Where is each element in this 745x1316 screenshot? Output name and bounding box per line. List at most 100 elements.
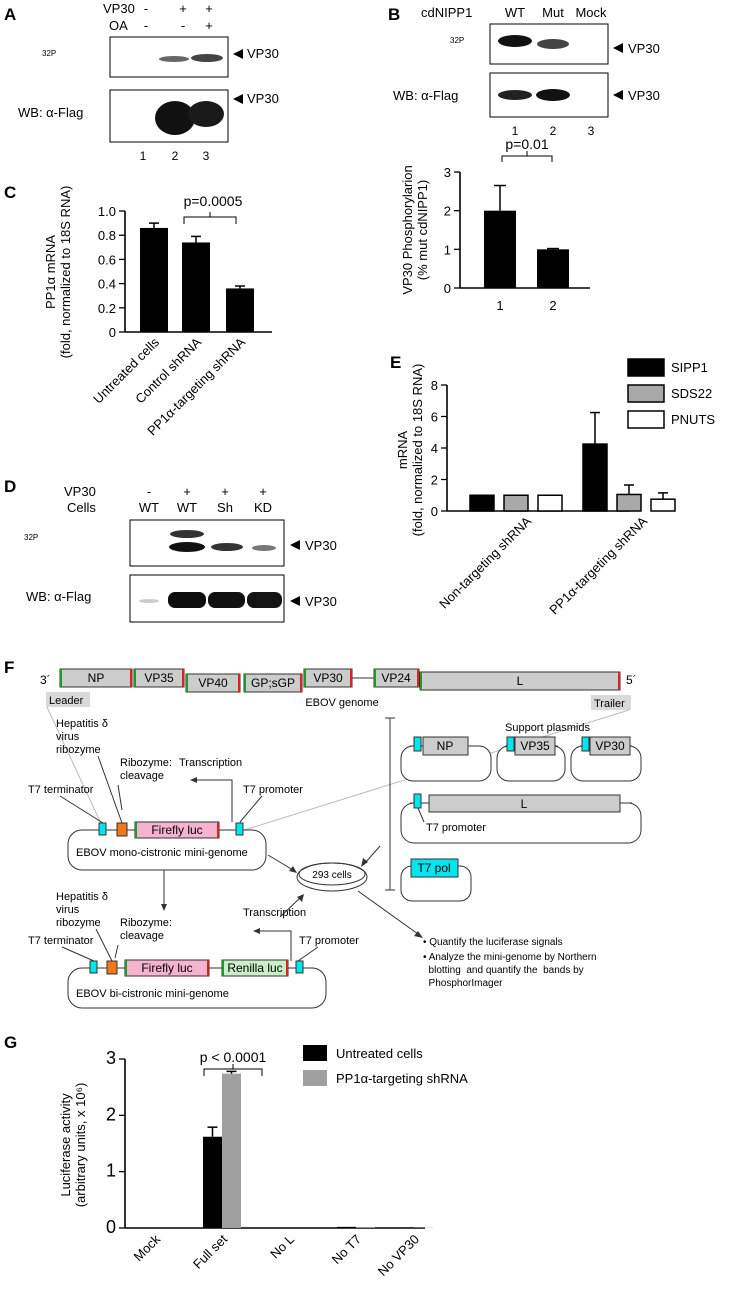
band [537, 39, 569, 49]
arrow-icon [613, 43, 623, 53]
support-gene-box [422, 736, 469, 756]
flow-arrow [267, 854, 294, 871]
sign: + [205, 18, 213, 33]
transcription-label: Transcription [179, 757, 242, 769]
lane-number: 1 [140, 149, 147, 163]
band-label: VP30 [247, 91, 279, 106]
arrow-icon [289, 866, 297, 873]
gene-label: NP [88, 671, 105, 685]
note-line: • Quantify the luciferase signals [423, 937, 563, 948]
y-tick-label: 6 [431, 410, 438, 425]
x-tick-label: Full set [190, 1231, 231, 1272]
t7-promoter-box [295, 960, 304, 974]
band-label: VP30 [305, 538, 337, 553]
panel-a: A VP30 OA - + + - - + 32P VP30 WB: α-Fla… [4, 1, 279, 163]
flow-arrow [357, 890, 419, 935]
t7-promoter-box [235, 822, 244, 836]
blot-label-wb: WB: α-Flag [18, 105, 83, 120]
support-gene-box [428, 794, 621, 813]
transcription-arrow [195, 779, 233, 822]
gene-label: VP35 [144, 671, 174, 685]
gene-label: VP24 [381, 671, 411, 685]
column-label: WT [505, 5, 525, 20]
support-gene-box [589, 736, 631, 756]
arrow-icon [161, 904, 167, 911]
panel-b: B cdNIPP1 WT Mut Mock 32P VP30 WB: α-Fla… [388, 5, 660, 313]
trailer-box [591, 695, 631, 710]
p-value-annotation: p=0.01 [505, 136, 548, 152]
legend-label: SDS22 [671, 386, 712, 401]
lane-number: 3 [203, 149, 210, 163]
y-tick-label: 1.0 [98, 204, 116, 219]
transcription-label: Transcription [243, 907, 306, 919]
y-tick-label: 0.4 [98, 277, 116, 292]
band [139, 599, 159, 603]
renilla-label: Renilla luc [227, 961, 282, 975]
leader-label: Leader [49, 695, 84, 707]
cells-value: WT [139, 500, 159, 515]
row-label-vp30: VP30 [64, 484, 96, 499]
band-label: VP30 [628, 88, 660, 103]
y-tick-label: 0 [106, 1217, 116, 1237]
y-tick-label: 3 [106, 1048, 116, 1068]
t7-promoter-box [413, 736, 422, 752]
projection-line [46, 706, 105, 831]
support-gene-box [514, 736, 556, 756]
t7-promoter-box [413, 793, 422, 809]
arrow-icon [297, 894, 304, 902]
blot-32p [129, 519, 285, 567]
bar [537, 249, 569, 288]
hdv-ribozyme-box [116, 822, 128, 837]
arrow-icon [290, 540, 300, 550]
blot-label-32p: 32P [24, 533, 38, 542]
legend-label: PP1α-targeting shRNA [336, 1071, 468, 1086]
y-tick-label: 1 [444, 242, 451, 257]
genome-end-right: 5´ [626, 673, 637, 687]
pointer-line [59, 795, 104, 824]
legend-label: PNUTS [671, 412, 715, 427]
pointer-line [117, 784, 123, 811]
lane-number: 3 [588, 124, 595, 138]
support-gene-label: VP30 [595, 739, 625, 753]
bar [140, 227, 168, 332]
y-axis-label: PP1α mRNA(fold, normalized to 18S RNA) [43, 186, 73, 359]
x-tick-label: 1 [496, 298, 503, 313]
pointer-line [417, 807, 425, 823]
bi-caption: EBOV bi-cistronic mini-genome [76, 988, 229, 1000]
pointer-line [61, 946, 95, 962]
x-tick-label: Non-targeting shRNA [436, 513, 534, 611]
legend-swatch [627, 410, 665, 429]
gene-label: VP40 [198, 676, 228, 690]
sign: - [144, 1, 148, 16]
x-tick-label: No VP30 [375, 1232, 422, 1279]
panel-d: D VP30 Cells - + + + WT WT Sh KD 32P VP3… [4, 477, 337, 623]
y-axis-label: Luciferase activity(arbitrary units, x 1… [58, 1083, 88, 1208]
band [211, 543, 243, 551]
band [536, 89, 570, 101]
y-tick-label: 0 [431, 504, 438, 519]
band [498, 35, 532, 47]
y-axis-label: VP30 Phosphorylarion(% mut cdNIPP1) [400, 165, 430, 294]
band [247, 592, 282, 608]
row-label-oa: OA [109, 18, 128, 33]
hdv-label: ribozyme [56, 744, 101, 756]
panel-letter-a: A [4, 5, 16, 24]
gene-label: VP30 [313, 671, 343, 685]
gene-label: L [517, 674, 524, 688]
y-tick-label: 8 [431, 378, 438, 393]
band [208, 592, 245, 608]
legend-label: SIPP1 [671, 360, 708, 375]
support-gene-label: L [521, 797, 528, 811]
panel-letter-b: B [388, 5, 400, 24]
y-tick-label: 2 [431, 473, 438, 488]
y-tick-label: 2 [106, 1104, 116, 1124]
genome-end-left: 3´ [40, 673, 51, 687]
arrow-icon [233, 94, 243, 104]
cells-label: 293 cells [312, 870, 351, 881]
note-line: blotting and quantify the bands by [423, 965, 584, 976]
p-value-annotation: p=0.0005 [184, 193, 243, 209]
t7-terminator-box [89, 960, 98, 974]
